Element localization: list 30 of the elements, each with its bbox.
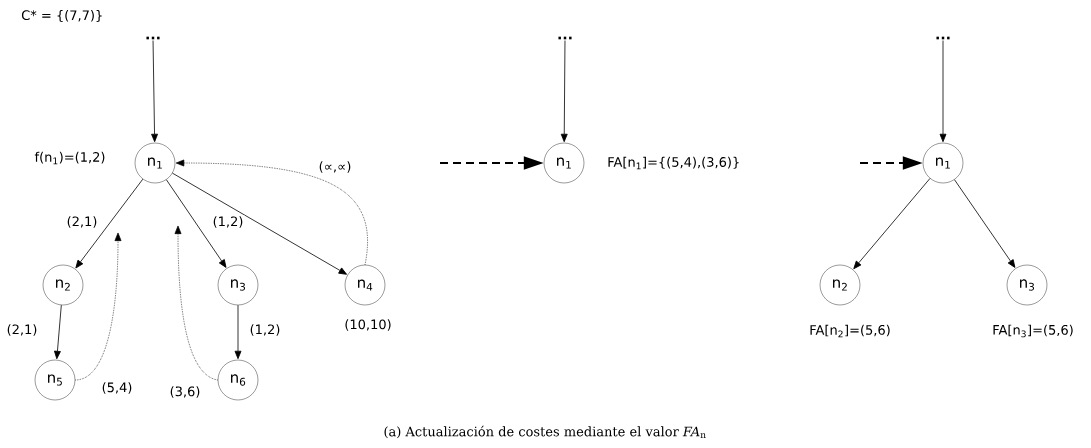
arrow [74, 232, 122, 381]
edge-label: (∝,∝) [317, 160, 353, 174]
edge-label: (5,4) [100, 381, 134, 395]
arrow [234, 304, 242, 360]
arrow [151, 40, 158, 143]
arrow [172, 172, 347, 275]
arrow [853, 178, 931, 270]
ellipsis-text: ... [146, 36, 160, 40]
node-annotation: FA[n$_{2}$]=(5,6) [810, 324, 890, 338]
edge-label: (2,1) [5, 323, 39, 337]
node-annotation: f(n$_{1}$)=(1,2) [34, 151, 105, 165]
arrow [175, 159, 368, 266]
arrow [174, 225, 219, 381]
arrow [954, 179, 1016, 268]
arrow [939, 40, 947, 143]
ellipsis-text: ... [558, 36, 572, 40]
ellipsis-text: ... [936, 36, 950, 40]
caption: (a) Actualización de costes mediante el valor FA$_{n}$ [384, 425, 706, 439]
edge-label: (2,1) [65, 215, 99, 229]
set-label: C* = {(7,7)} [21, 10, 102, 22]
arrow [560, 40, 568, 143]
node-annotation: FA[n$_{3}$]=(5,6) [993, 324, 1073, 338]
arrow [54, 304, 62, 360]
arrow [75, 178, 144, 269]
arrow [165, 179, 227, 268]
node-annotation: (10,10) [345, 319, 391, 331]
edge-label: (1,2) [211, 215, 245, 229]
edge-label: (1,2) [248, 323, 282, 337]
node-annotation: FA[n$_{1}$]={(5,4),(3,6)} [608, 156, 739, 170]
edge-label: (3,6) [168, 385, 202, 399]
